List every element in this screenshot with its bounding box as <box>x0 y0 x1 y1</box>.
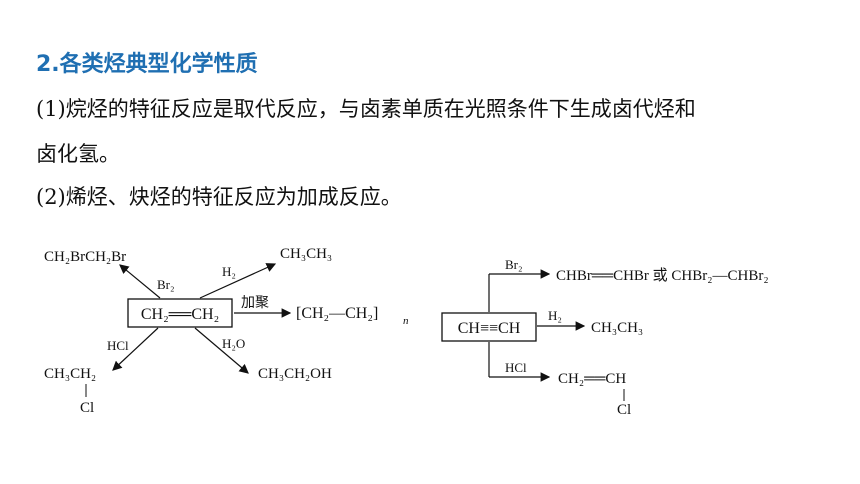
ethylene-br2-product: CH₂BrCH₂Br <box>44 249 126 265</box>
ethylene-h2-label: H₂ <box>222 264 236 279</box>
ethylene-h2o-label: H₂O <box>222 336 245 351</box>
ethylene-formula: CH₂══CH₂ <box>141 306 219 323</box>
section-heading: 2.各类烃典型化学性质 <box>36 52 258 77</box>
acetylene-scheme: CH≡≡CH Br₂ CHBr══CHBr 或 CHBr₂—CHBr₂ H₂ C… <box>441 257 769 418</box>
ethylene-hcl-arrow <box>112 327 159 371</box>
paragraph-alkane-line1: (1)烷烃的特征反应是取代反应，与卤素单质在光照条件下生成卤代烃和 <box>36 97 696 121</box>
ethylene-br2-label: Br₂ <box>157 277 175 292</box>
ethylene-br2-arrow <box>119 264 161 299</box>
paragraph-alkane-line2: 卤化氢。 <box>36 142 120 166</box>
ethylene-h2o-product: CH₃CH₂OH <box>258 366 332 382</box>
ethylene-poly-product: [CH₂—CH₂] <box>296 305 378 322</box>
ethylene-hcl-product: CH₃CH₂ <box>44 366 96 382</box>
ethylene-h2-product: CH₃CH₃ <box>280 246 332 262</box>
paragraph-alkene-alkyne: (2)烯烃、炔烃的特征反应为加成反应。 <box>36 185 402 209</box>
acetylene-hcl-label: HCl <box>505 360 527 375</box>
acetylene-box <box>441 312 537 342</box>
ethylene-hcl-cl: Cl <box>80 400 94 416</box>
acetylene-h2-product: CH₃CH₃ <box>591 320 643 336</box>
ethylene-scheme: CH₂══CH₂ Br₂ CH₂BrCH₂Br H₂ CH₃CH₃ 加聚 [CH… <box>44 246 409 416</box>
ethylene-h2-arrow <box>199 263 277 299</box>
ethylene-poly-n: n <box>403 315 409 327</box>
ethylene-box <box>127 298 233 328</box>
acetylene-br2-label: Br₂ <box>505 257 523 272</box>
ethylene-poly-label: 加聚 <box>241 295 269 311</box>
ethylene-h2o-arrow <box>194 327 249 374</box>
acetylene-hcl-product: CH₂══CH <box>558 371 626 387</box>
acetylene-hcl-cl: Cl <box>617 402 631 418</box>
ethylene-hcl-label: HCl <box>107 338 129 353</box>
acetylene-h2-label: H₂ <box>548 308 562 323</box>
acetylene-formula: CH≡≡CH <box>458 320 521 337</box>
acetylene-br2-product: CHBr══CHBr 或 CHBr₂—CHBr₂ <box>556 267 769 284</box>
